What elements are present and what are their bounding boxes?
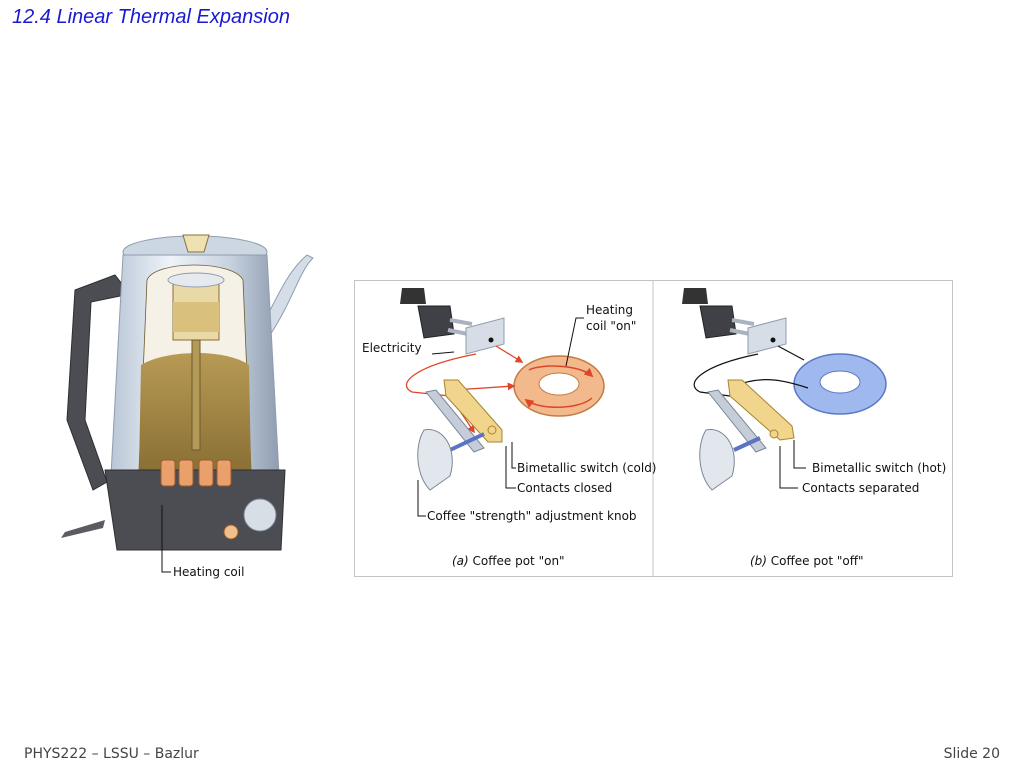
hot-coil-icon xyxy=(513,355,605,417)
contact-plate xyxy=(425,389,485,453)
contacts-closed-label: Contacts closed xyxy=(517,481,612,495)
pot-spout xyxy=(264,254,314,337)
contacts-separated-label: Contacts separated xyxy=(802,481,919,495)
caption-a-letter: (a) xyxy=(452,554,469,568)
adjustment-screw xyxy=(449,432,485,452)
caption-a: (a) Coffee pot "on" xyxy=(452,554,565,568)
bimetallic-cold-label: Bimetallic switch (cold) xyxy=(517,461,657,475)
pump-stem xyxy=(191,339,201,451)
power-plug-icon xyxy=(400,288,473,339)
slide-title: 12.4 Linear Thermal Expansion xyxy=(12,6,290,28)
bimetallic-strip-cold xyxy=(443,379,503,443)
adjustment-knob-icon-b xyxy=(699,429,735,491)
switch-diagram: Electricity Heating coil "on" Bimetallic… xyxy=(354,280,953,577)
adjustment-screw-b xyxy=(733,436,761,452)
caption-b: (b) Coffee pot "off" xyxy=(750,554,864,568)
cold-coil-icon xyxy=(793,353,887,415)
panel-a: Electricity Heating coil "on" Bimetallic… xyxy=(362,288,657,568)
adjustment-knob-icon xyxy=(417,429,453,491)
power-plug-icon-b xyxy=(682,288,755,339)
current-path xyxy=(406,353,477,434)
caption-a-text: Coffee pot "on" xyxy=(469,554,565,568)
terminal-block-b xyxy=(747,317,787,355)
wire-path xyxy=(693,353,759,397)
footer-course: PHYS222 – LSSU – Bazlur xyxy=(24,746,199,762)
power-cord xyxy=(61,520,105,538)
contact-plate-b xyxy=(707,389,767,453)
glass-knob xyxy=(182,234,210,253)
heating-coil-on-label-2: coil "on" xyxy=(586,319,636,333)
knob-label: Coffee "strength" adjustment knob xyxy=(427,509,637,523)
electricity-label: Electricity xyxy=(362,341,422,355)
panel-b: Bimetallic switch (hot) Contacts separat… xyxy=(682,288,946,568)
caption-b-text: Coffee pot "off" xyxy=(767,554,864,568)
heating-coil-graphic xyxy=(160,459,232,487)
terminal-block xyxy=(465,317,505,355)
coffee-pot-illustration: Heating coil xyxy=(61,234,314,579)
heating-coil-label: Heating coil xyxy=(173,565,244,579)
bimetallic-hot-label: Bimetallic switch (hot) xyxy=(812,461,946,475)
indicator-light xyxy=(223,524,239,540)
caption-b-letter: (b) xyxy=(750,554,767,568)
footer-slide-number: Slide 20 xyxy=(943,746,1000,762)
heating-coil-on-label-1: Heating xyxy=(586,303,633,317)
strength-knob xyxy=(243,498,277,532)
bimetallic-strip-hot xyxy=(727,379,795,441)
